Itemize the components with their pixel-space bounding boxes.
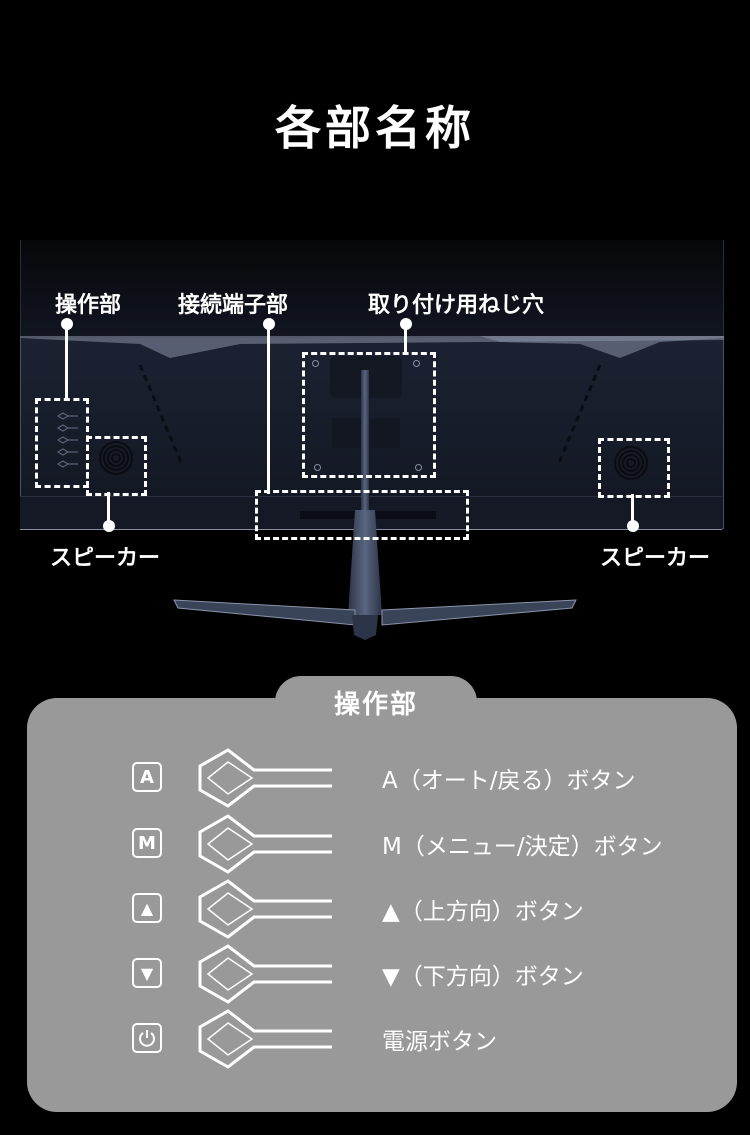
- speaker-grille-icon: [99, 441, 133, 475]
- button-shape-icon: [198, 748, 332, 808]
- mini-control-buttons: [57, 412, 78, 468]
- callout-ports-label: 接続端子部: [178, 293, 289, 318]
- callout-controls-label: 操作部: [55, 293, 122, 318]
- controls-highlight-box: [35, 398, 89, 488]
- callout-line: [107, 492, 110, 524]
- callout-line: [267, 324, 270, 494]
- controls-panel-tab: [275, 676, 477, 736]
- speaker-grille-icon: [614, 446, 648, 480]
- screw-hole-icon: [312, 360, 319, 367]
- callout-dot: [103, 520, 115, 532]
- callout-line: [631, 494, 634, 524]
- callout-mount-holes-label: 取り付け用ねじ穴: [368, 293, 545, 318]
- letter-m-icon: M: [132, 828, 162, 858]
- control-row-down: ▼ ▼（下方向）ボタン: [0, 944, 750, 1004]
- callout-dot: [627, 520, 639, 532]
- power-icon: [132, 1023, 162, 1053]
- speaker-right-highlight-box: [598, 438, 670, 498]
- triangle-down-icon: ▼: [132, 958, 162, 988]
- controls-panel: [27, 698, 737, 1112]
- callout-speaker-left-label: スピーカー: [50, 546, 161, 571]
- control-row-up: ▲ ▲（上方向）ボタン: [0, 879, 750, 939]
- control-label: 電源ボタン: [382, 1029, 497, 1055]
- vent-slots-right: [556, 364, 602, 466]
- controls-panel-title: 操作部: [333, 690, 418, 720]
- screw-hole-icon: [413, 360, 420, 367]
- control-label: M（メニュー/決定）ボタン: [382, 834, 663, 860]
- callout-line: [404, 324, 407, 354]
- control-label: ▼（下方向）ボタン: [382, 964, 584, 990]
- control-label: A（オート/戻る）ボタン: [382, 768, 636, 794]
- monitor-bevel: [20, 336, 724, 358]
- button-shape-icon: [198, 814, 332, 874]
- vent-slots-left: [138, 364, 184, 466]
- callout-speaker-right-label: スピーカー: [600, 546, 711, 571]
- ports-highlight-box: [255, 490, 469, 540]
- screw-hole-icon: [314, 464, 321, 471]
- button-shape-icon: [198, 1009, 332, 1069]
- triangle-down-icon: ▼: [382, 964, 400, 990]
- control-row-m: M M（メニュー/決定）ボタン: [0, 814, 750, 874]
- letter-a-icon: A: [132, 762, 162, 792]
- speaker-left-highlight-box: [86, 436, 147, 496]
- button-shape-icon: [198, 879, 332, 939]
- control-row-a: A A（オート/戻る）ボタン: [0, 748, 750, 808]
- button-shape-icon: [198, 944, 332, 1004]
- control-label: ▲（上方向）ボタン: [382, 899, 584, 925]
- mount-holes-highlight-box: [302, 352, 436, 478]
- screw-hole-icon: [415, 464, 422, 471]
- control-row-power: 電源ボタン: [0, 1009, 750, 1069]
- page-title: 各部名称: [275, 101, 475, 155]
- callout-line: [65, 324, 68, 400]
- monitor-top-edge: [20, 240, 724, 340]
- triangle-up-icon: ▲: [132, 893, 162, 923]
- triangle-up-icon: ▲: [382, 899, 400, 925]
- monitor-stand: [173, 370, 577, 640]
